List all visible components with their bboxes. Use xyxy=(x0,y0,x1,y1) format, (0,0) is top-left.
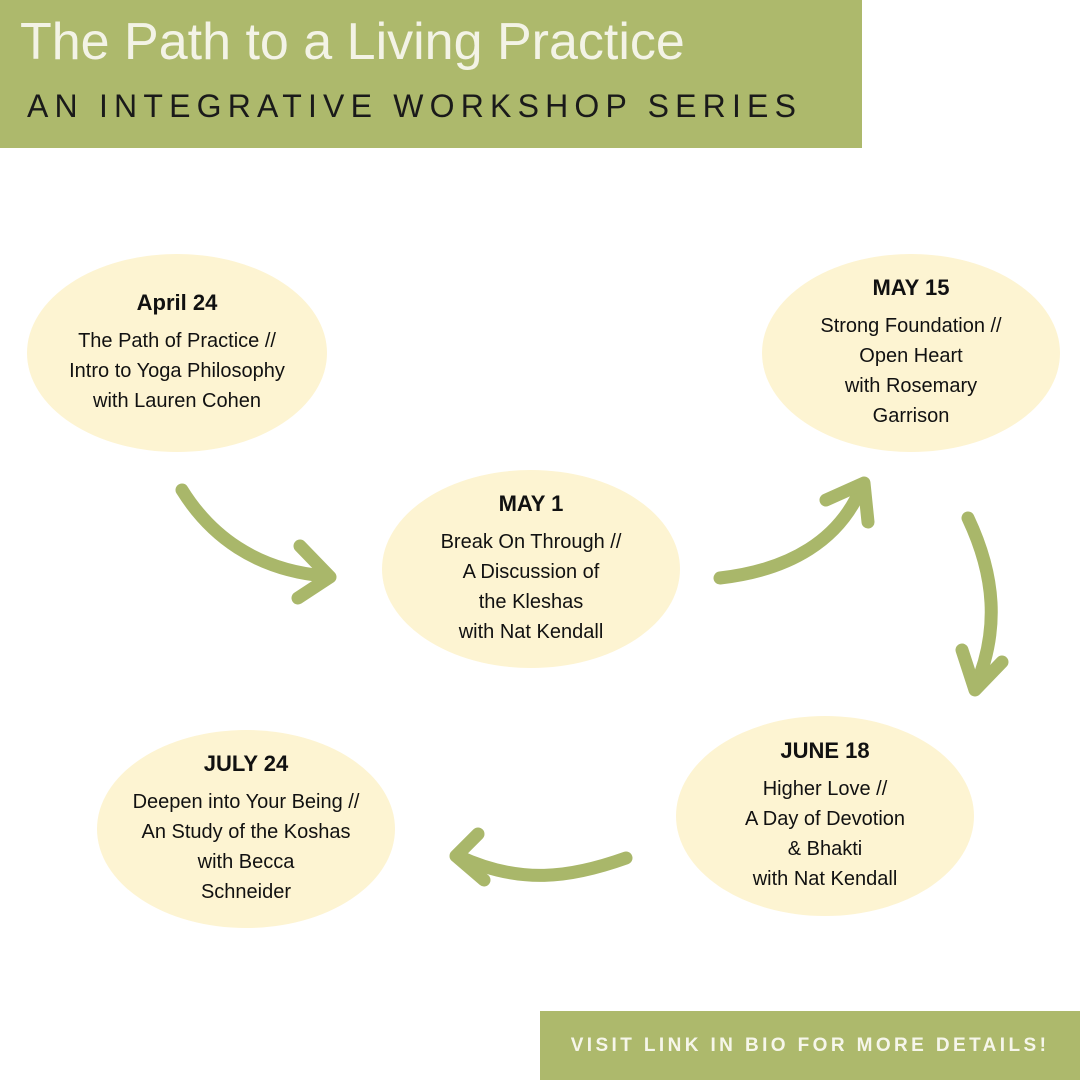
page-title: The Path to a Living Practice xyxy=(20,13,685,71)
event-date: April 24 xyxy=(136,290,218,315)
event-ellipse-april-24: April 24 The Path of Practice // Intro t… xyxy=(27,254,327,452)
event-line: A Day of Devotion xyxy=(744,808,906,830)
event-line: An Study of the Koshas xyxy=(141,821,351,843)
event-line: Higher Love // xyxy=(762,778,888,800)
event-line: with Becca xyxy=(197,851,295,873)
event-line: with Nat Kendall xyxy=(752,868,898,890)
event-line: Intro to Yoga Philosophy xyxy=(69,360,285,382)
cta-banner: VISIT LINK IN BIO FOR MORE DETAILS! xyxy=(540,1011,1080,1080)
event-line: A Discussion of xyxy=(462,561,600,583)
event-line: The Path of Practice // xyxy=(78,330,276,352)
event-ellipse-july-24: JULY 24 Deepen into Your Being // An Stu… xyxy=(97,730,395,928)
event-line: with Lauren Cohen xyxy=(93,390,261,412)
event-date: MAY 1 xyxy=(498,491,564,516)
event-date: JULY 24 xyxy=(203,751,289,776)
page-subtitle: AN INTEGRATIVE WORKSHOP SERIES xyxy=(27,88,803,124)
cta-text: VISIT LINK IN BIO FOR MORE DETAILS! xyxy=(570,1034,1050,1056)
arrow-4-icon xyxy=(449,827,633,887)
event-line: the Kleshas xyxy=(478,591,584,613)
event-line: Schneider xyxy=(200,881,292,903)
arrow-3-icon xyxy=(955,511,1009,697)
event-line: Deepen into Your Being // xyxy=(132,791,360,813)
event-line: with Nat Kendall xyxy=(458,621,604,643)
event-date: MAY 15 xyxy=(872,275,950,300)
header-banner: The Path to a Living Practice AN INTEGRA… xyxy=(0,0,862,148)
event-ellipse-june-18: JUNE 18 Higher Love // A Day of Devotion… xyxy=(676,716,974,916)
arrow-2-icon xyxy=(713,476,875,585)
event-line: Strong Foundation // xyxy=(820,315,1002,337)
event-ellipse-may-15: MAY 15 Strong Foundation // Open Heart w… xyxy=(762,254,1060,452)
event-line: & Bhakti xyxy=(787,838,863,860)
event-line: with Rosemary xyxy=(844,375,978,397)
event-line: Break On Through // xyxy=(440,531,622,553)
event-line: Garrison xyxy=(872,405,950,427)
arrow-1-icon xyxy=(175,483,337,605)
event-date: JUNE 18 xyxy=(780,738,870,763)
event-line: Open Heart xyxy=(859,345,963,367)
event-ellipse-may-1: MAY 1 Break On Through // A Discussion o… xyxy=(382,470,680,668)
